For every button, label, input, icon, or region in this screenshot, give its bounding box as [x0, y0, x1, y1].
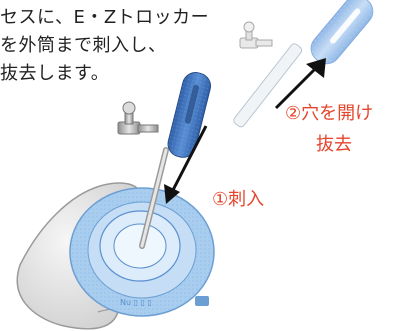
svg-text:Nu ▯ ▯ ▯: Nu ▯ ▯ ▯ — [120, 298, 152, 307]
insert-arrow — [164, 125, 208, 204]
remove-arrow — [274, 58, 326, 110]
implant-port: Nu ▯ ▯ ▯ — [69, 187, 215, 317]
remove-step-label: ②穴を開け — [285, 103, 374, 124]
insert-step-label: ①刺入 — [212, 189, 265, 210]
removed-trocar — [233, 0, 374, 128]
instruction-line-1: セスに、E・Zトロッカー — [0, 7, 210, 28]
instruction-line-2: を外筒まで刺入し、 — [0, 35, 167, 56]
inserted-trocar — [117, 72, 212, 249]
instruction-text: セスに、E・Zトロッカー を外筒まで刺入し、 抜去します。 — [0, 4, 230, 88]
remove-step-label-line-2: 抜去 — [316, 134, 352, 155]
instruction-line-3: 抜去します。 — [0, 63, 110, 84]
